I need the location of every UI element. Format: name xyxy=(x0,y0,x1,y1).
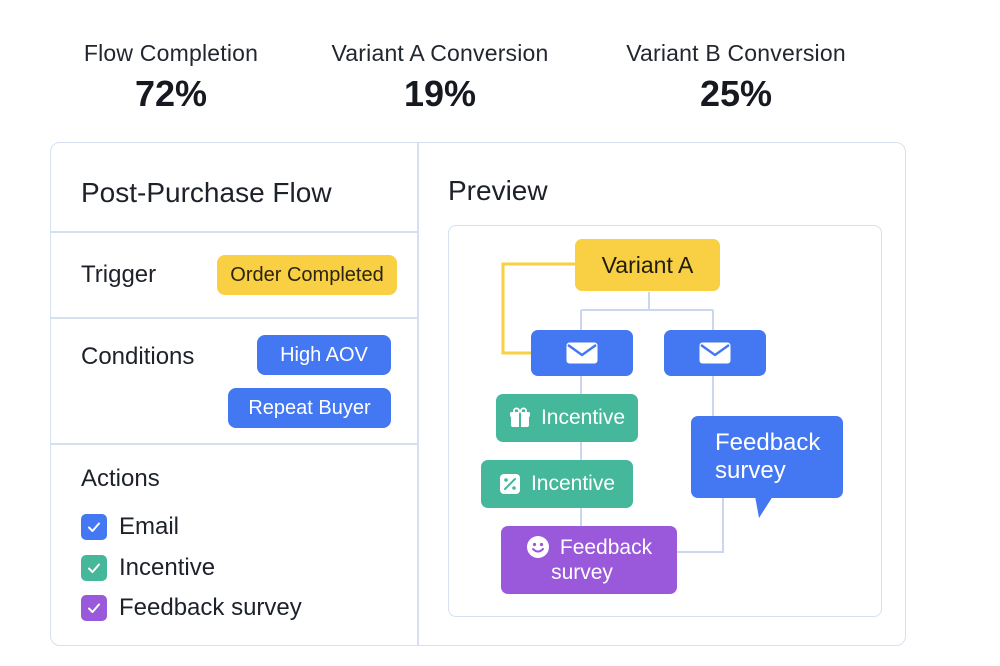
checkbox-checked-icon[interactable] xyxy=(81,595,107,621)
node-label-line1: Feedback xyxy=(559,535,653,559)
trigger-chip-order-completed[interactable]: Order Completed xyxy=(217,255,397,295)
column-divider xyxy=(417,143,419,645)
metric-label: Variant A Conversion xyxy=(331,40,549,66)
flow-card: Post-Purchase Flow Trigger Order Complet… xyxy=(50,142,906,646)
node-label: Incentive xyxy=(530,472,616,495)
preview-title: Preview xyxy=(448,175,548,206)
metric-value: 72% xyxy=(134,73,208,114)
node-incentive-gift[interactable]: Incentive xyxy=(496,394,638,442)
action-incentive[interactable]: Incentive xyxy=(81,554,215,582)
conditions-label: Conditions xyxy=(81,343,195,370)
node-label: Incentive xyxy=(540,406,626,429)
mail-icon xyxy=(566,342,598,364)
node-label-line2: survey xyxy=(551,561,613,584)
node-feedback-survey[interactable]: Feedback survey xyxy=(501,526,677,594)
smile-icon xyxy=(526,535,550,559)
node-variant-a[interactable]: Variant A xyxy=(575,239,720,291)
checkbox-checked-icon[interactable] xyxy=(81,514,107,540)
mail-icon xyxy=(699,342,731,364)
flow-title: Post-Purchase Flow xyxy=(81,177,332,208)
node-feedback-bubble[interactable]: Feedback survey xyxy=(691,416,843,498)
checkbox-checked-icon[interactable] xyxy=(81,555,107,581)
action-label: Email xyxy=(119,513,180,540)
condition-chip-repeat-buyer[interactable]: Repeat Buyer xyxy=(228,388,391,428)
section-divider xyxy=(51,317,417,319)
metric-value: 19% xyxy=(403,73,477,114)
metric-label: Flow Completion xyxy=(83,40,259,66)
gift-icon xyxy=(509,407,531,429)
action-label: Incentive xyxy=(119,554,216,581)
section-divider xyxy=(51,443,417,445)
node-incentive-discount[interactable]: Incentive xyxy=(481,460,633,508)
metric-variant-a-conversion: Variant A Conversion 19% xyxy=(300,40,580,115)
action-label: Feedback survey xyxy=(119,594,302,621)
percent-icon xyxy=(499,473,521,495)
node-email-b[interactable] xyxy=(664,330,766,376)
metric-flow-completion: Flow Completion 72% xyxy=(60,40,282,115)
action-feedback-survey[interactable]: Feedback survey xyxy=(81,594,302,622)
trigger-label: Trigger xyxy=(81,261,157,288)
section-divider xyxy=(51,231,417,233)
condition-chip-high-aov[interactable]: High AOV xyxy=(257,335,391,375)
action-email[interactable]: Email xyxy=(81,513,179,541)
preview-canvas: Variant A Incent xyxy=(448,225,882,617)
bubble-label-line2: survey xyxy=(715,457,786,484)
metric-variant-b-conversion: Variant B Conversion 25% xyxy=(600,40,872,115)
bubble-label-line1: Feedback xyxy=(715,429,821,457)
metric-value: 25% xyxy=(699,73,773,114)
node-email-a[interactable] xyxy=(531,330,633,376)
metric-label: Variant B Conversion xyxy=(626,40,846,66)
actions-label: Actions xyxy=(81,465,160,492)
